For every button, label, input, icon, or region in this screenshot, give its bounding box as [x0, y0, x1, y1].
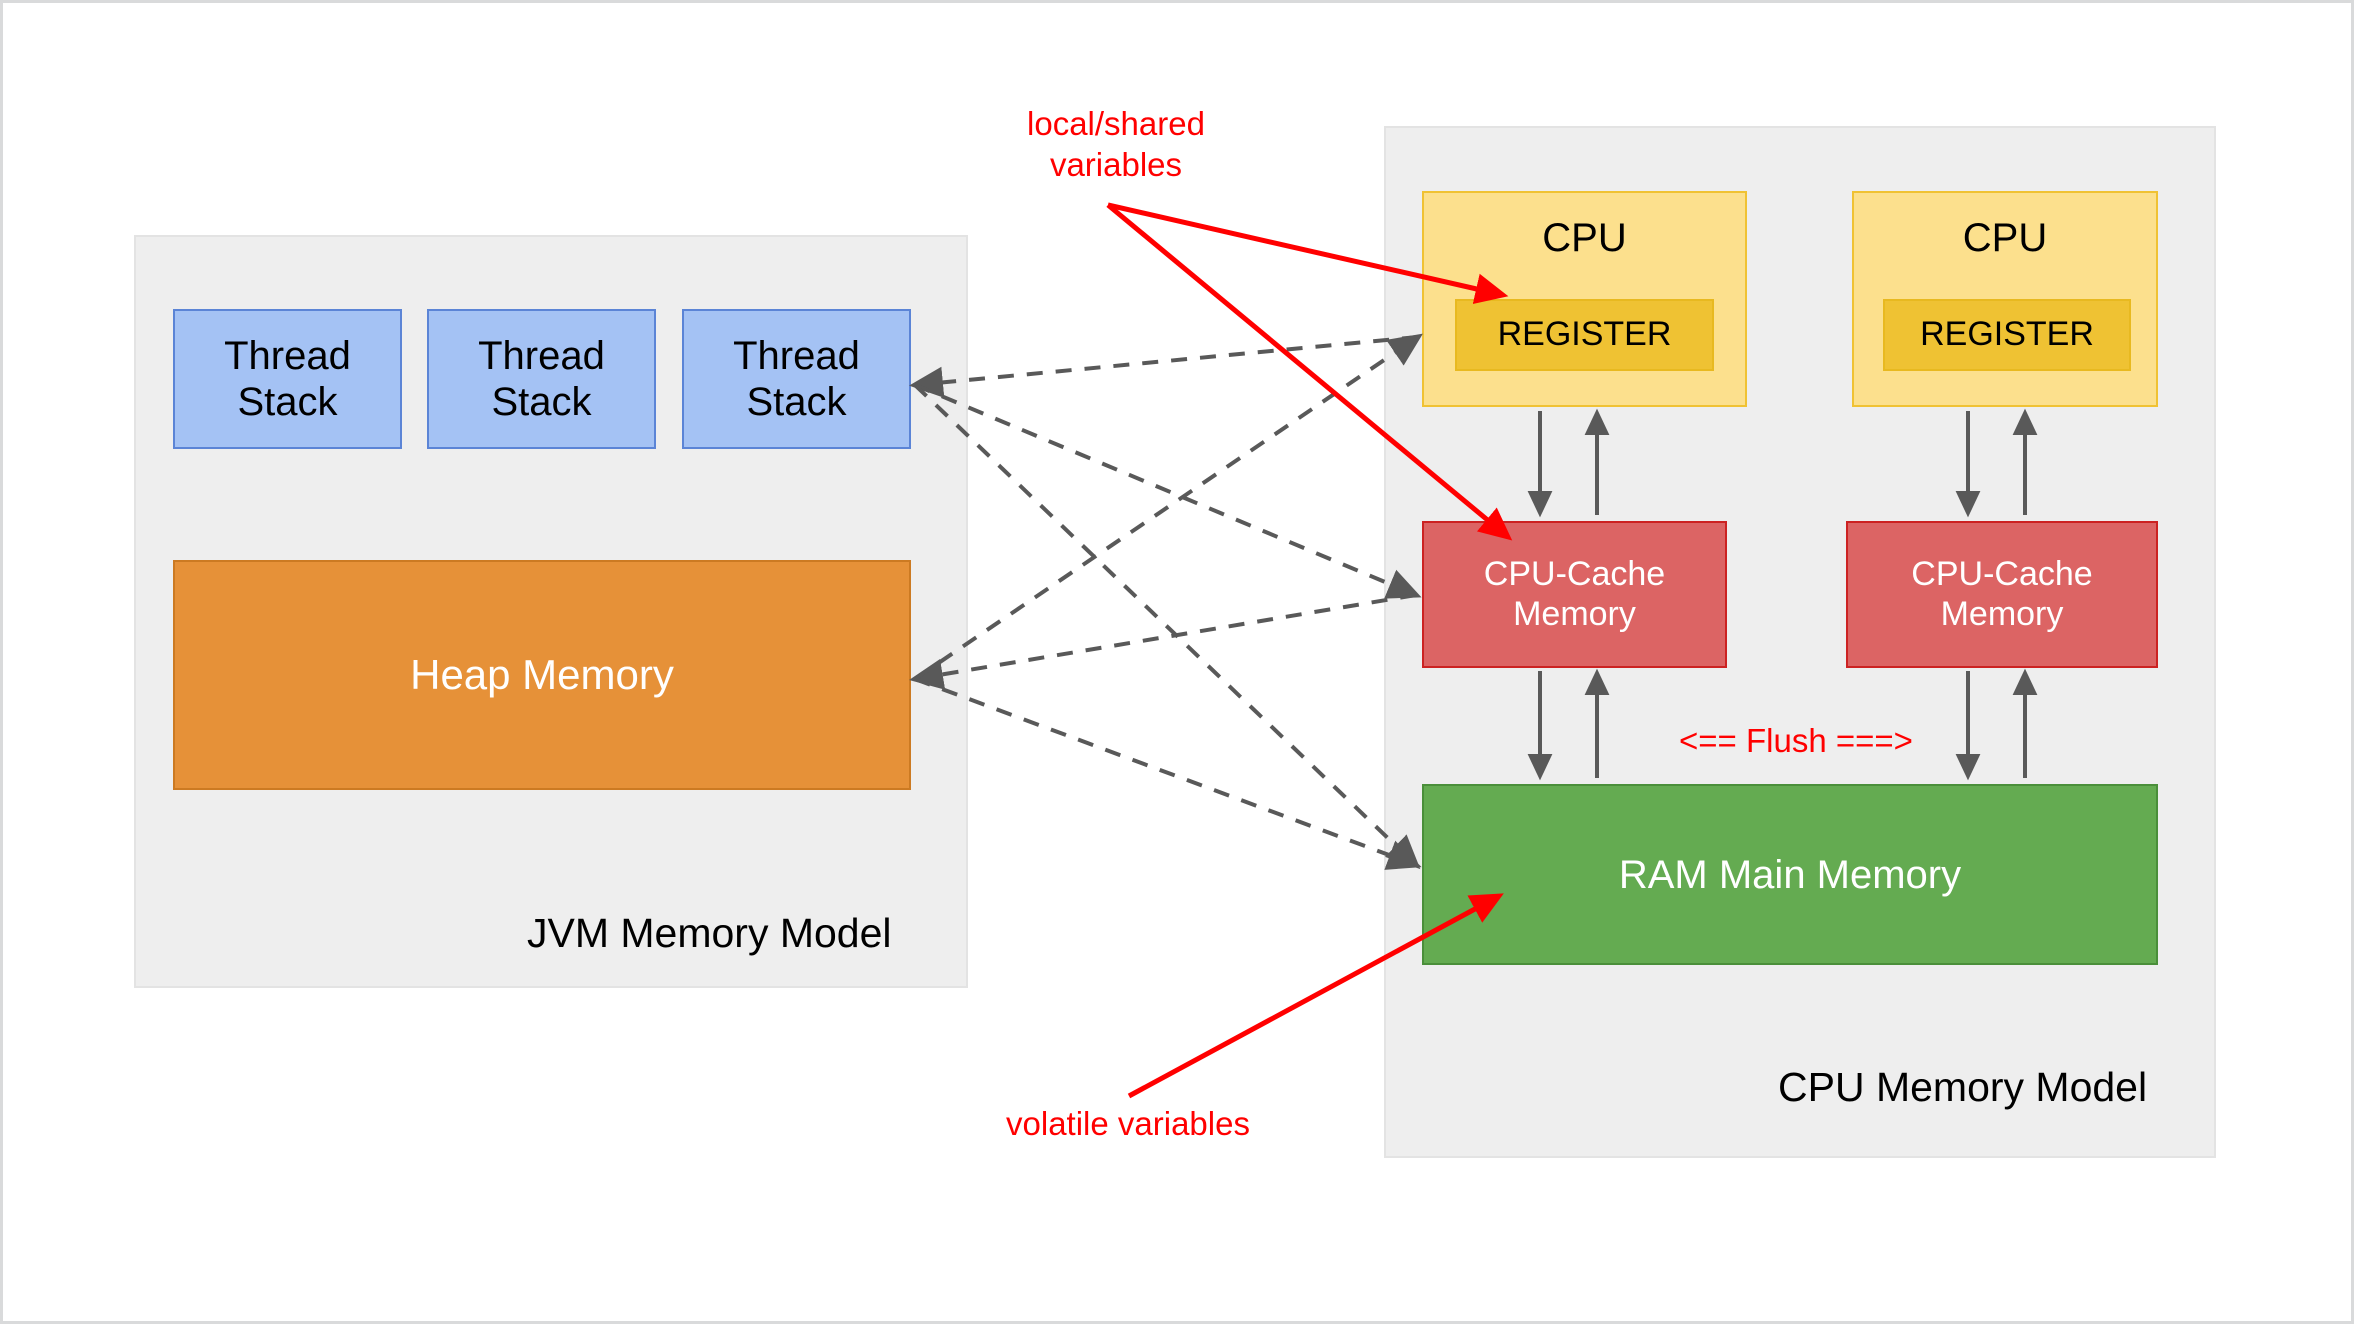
register-box-1: REGISTER	[1455, 299, 1714, 371]
jvm-panel-label: JVM Memory Model	[527, 910, 892, 956]
ram-main-memory-box: RAM Main Memory	[1422, 784, 2158, 965]
flush-label: <== Flush ===>	[1679, 722, 1913, 759]
thread-stack-box-2: Thread Stack	[427, 309, 656, 449]
volatile-variables-annotation: volatile variables	[1006, 1105, 1250, 1142]
local-shared-variables-annotation: local/shared variables	[1027, 105, 1205, 184]
thread-stack-box-3: Thread Stack	[682, 309, 911, 449]
cpu-panel-label: CPU Memory Model	[1778, 1064, 2148, 1110]
cpu-cache-box-1: CPU-Cache Memory	[1422, 521, 1727, 668]
cpu-cache-box-2: CPU-Cache Memory	[1846, 521, 2158, 668]
thread-stack-box-1: Thread Stack	[173, 309, 402, 449]
register-box-2: REGISTER	[1883, 299, 2131, 371]
heap-memory-box: Heap Memory	[173, 560, 911, 790]
